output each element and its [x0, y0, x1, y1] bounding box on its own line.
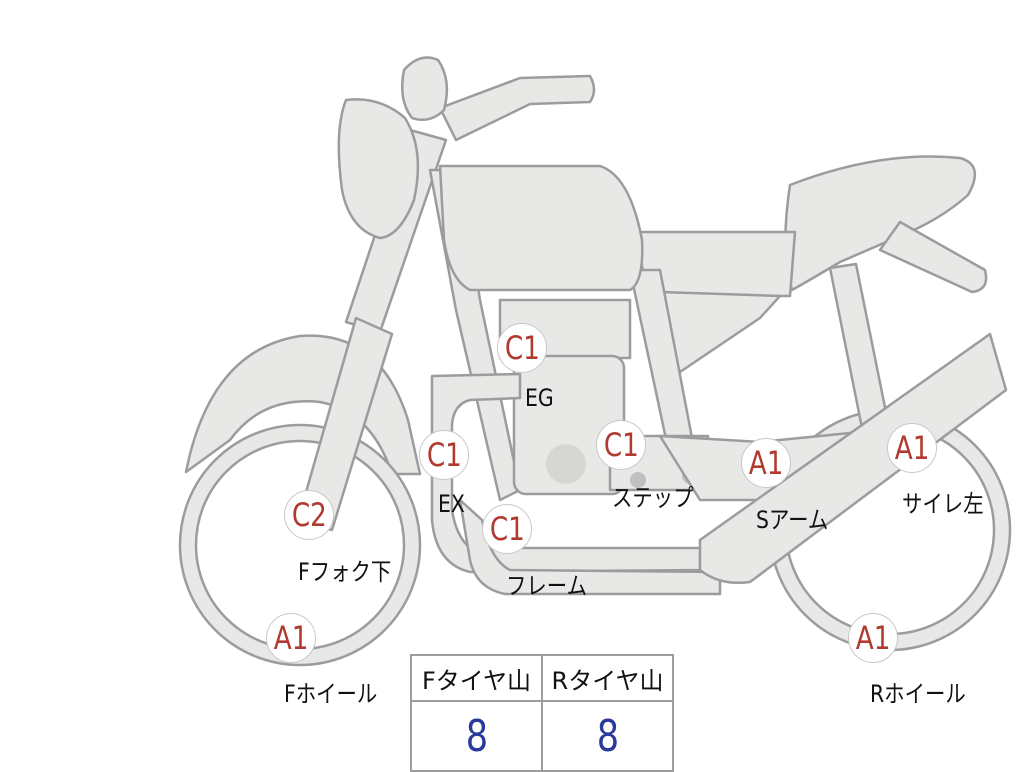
- part-label-eg: EG: [525, 384, 554, 412]
- part-label-swing-arm: Sアーム: [756, 506, 829, 534]
- grade-badge-eg: C1: [497, 323, 547, 373]
- tire-tread-table: Fタイヤ山 Rタイヤ山 8 8: [410, 654, 674, 772]
- rear-tire-header: Rタイヤ山: [541, 654, 674, 702]
- tail-stay: [878, 220, 988, 294]
- tire-table-value-row: 8 8: [410, 700, 674, 772]
- handlebar: [438, 74, 596, 142]
- part-label-frame: フレーム: [506, 572, 587, 600]
- headlight: [337, 98, 420, 240]
- grade-badge-front-wheel: A1: [266, 613, 316, 663]
- part-label-step: ステップ: [612, 484, 694, 512]
- grade-badge-muffler-left: A1: [887, 423, 937, 473]
- grade-badge-rear-wheel: A1: [848, 613, 898, 663]
- mirror: [401, 56, 449, 121]
- grade-badge-ex: C1: [419, 430, 469, 480]
- grade-text-swing-arm: A1: [748, 444, 784, 482]
- grade-text-frame: C1: [489, 510, 525, 548]
- grade-text-rear-wheel: A1: [855, 619, 891, 657]
- grade-text-front-fork: C2: [291, 496, 327, 534]
- grade-text-step: C1: [603, 426, 639, 464]
- grade-badge-swing-arm: A1: [741, 438, 791, 488]
- part-label-front-fork: Fフォク下: [298, 558, 392, 586]
- grade-text-muffler-left: A1: [894, 429, 930, 467]
- exhaust-pipe: [430, 372, 702, 574]
- front-tire-value: 8: [410, 700, 543, 772]
- part-label-muffler-left: サイレ左: [902, 490, 984, 518]
- grade-text-eg: C1: [504, 329, 540, 367]
- part-label-front-wheel: Fホイール: [284, 680, 378, 708]
- part-label-rear-wheel: Rホイール: [870, 680, 966, 708]
- grade-badge-frame: C1: [482, 504, 532, 554]
- fuel-tank: [438, 164, 644, 292]
- grade-text-front-wheel: A1: [273, 619, 309, 657]
- grade-badge-step: C1: [596, 420, 646, 470]
- rear-tire-value: 8: [541, 700, 674, 772]
- front-tire-header: Fタイヤ山: [410, 654, 543, 702]
- part-label-ex: EX: [438, 490, 465, 518]
- grade-badge-front-fork: C2: [284, 490, 334, 540]
- tire-table-header-row: Fタイヤ山 Rタイヤ山: [410, 654, 674, 702]
- step-peg: [630, 472, 646, 488]
- front-fork-lower: [296, 316, 394, 532]
- engine-cover: [546, 444, 586, 484]
- grade-text-ex: C1: [426, 436, 462, 474]
